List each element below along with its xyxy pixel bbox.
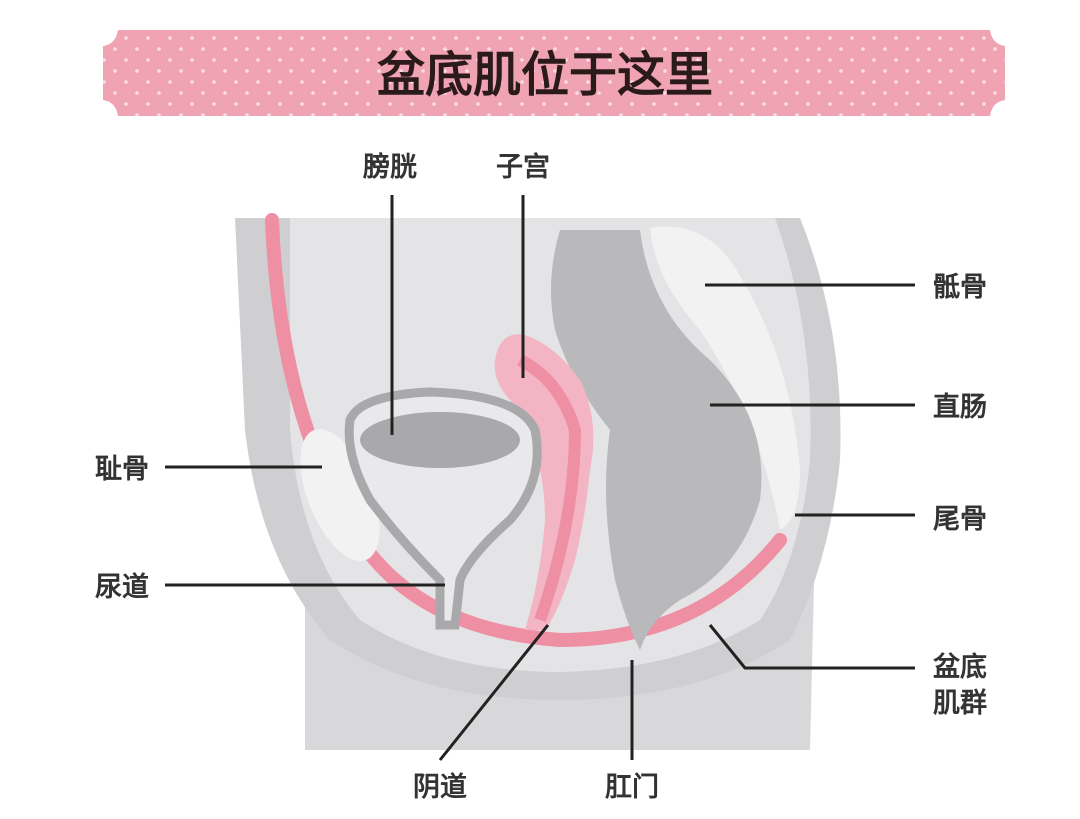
page-title: 盆底肌位于这里 [377,47,713,103]
rectum [551,230,762,650]
leader-lines [165,195,915,761]
label-pelvic-floor-1: 盆底 [933,651,987,683]
label-bladder: 膀胱 [362,151,417,183]
sacrum-bone [650,226,800,530]
label-pubic-bone: 耻骨 [95,454,149,485]
title-banner: 盆底肌位于这里 [103,30,1005,116]
label-rectum: 直肠 [933,392,987,423]
label-pelvic-floor-2: 肌群 [933,688,987,719]
label-sacrum: 骶骨 [933,272,987,303]
label-vagina: 阴道 [413,771,467,803]
labels: 膀胱 子宫 骶骨 直肠 尾骨 盆底 肌群 耻骨 尿道 阴道 肛门 [95,151,987,803]
pelvic-floor-muscle [265,213,787,648]
label-coccyx: 尾骨 [933,504,987,535]
label-urethra: 尿道 [95,571,149,603]
pubic-bone [300,428,380,562]
label-uterus: 子宫 [496,151,550,183]
anatomy-illustration [235,213,841,750]
label-anus: 肛门 [605,772,659,803]
